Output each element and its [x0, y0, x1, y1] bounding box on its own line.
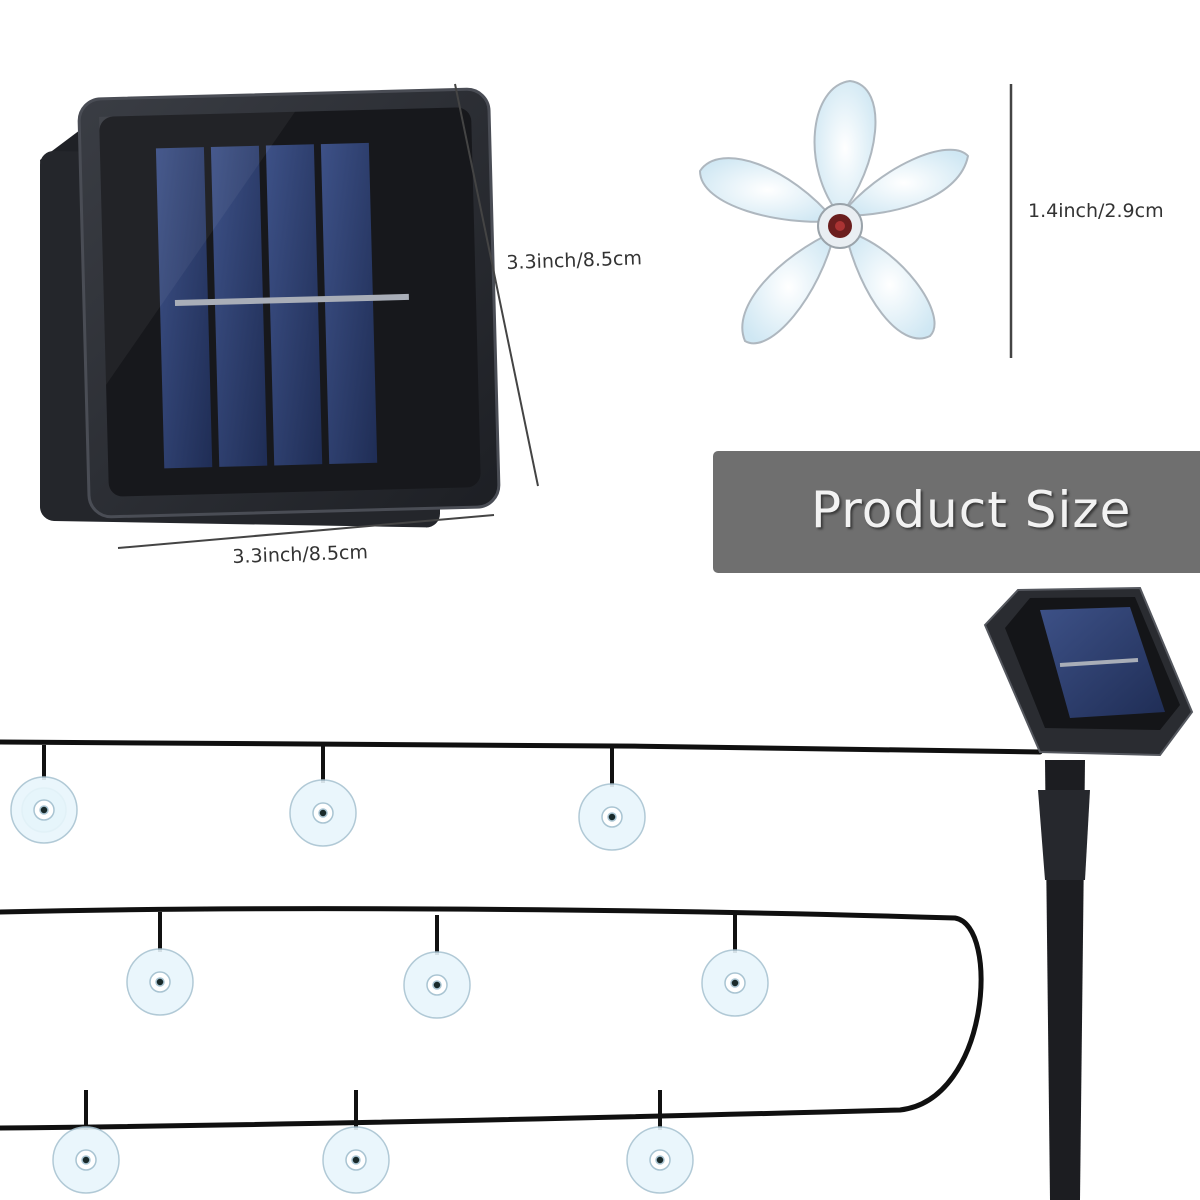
dimension-line-side: [454, 83, 539, 487]
flower-dimension-label: 1.4inch/2.9cm: [1028, 200, 1164, 222]
solar-panel-stake: [983, 586, 1194, 1200]
banner-title: Product Size: [811, 481, 1132, 539]
solar-panel-large: [40, 87, 501, 528]
product-size-banner: Product Size: [713, 451, 1200, 573]
dimension-line-bottom: [117, 514, 495, 549]
flower-bulb-large: [698, 79, 970, 345]
string-light-cord: [0, 739, 1043, 1131]
small-flower-bulbs: [10, 745, 769, 1194]
